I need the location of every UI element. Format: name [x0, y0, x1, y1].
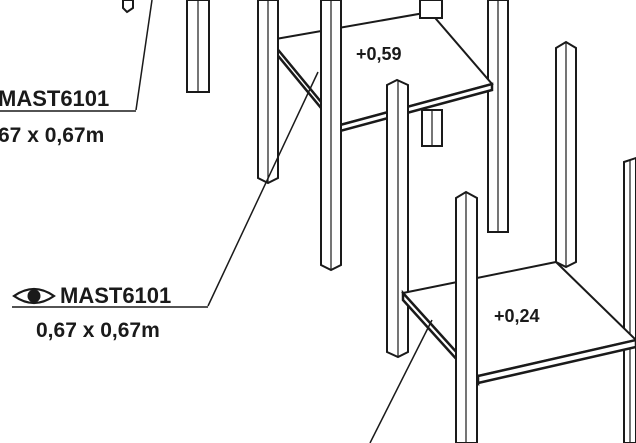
- post-cap: [122, 0, 134, 14]
- platform-height-label: +0,24: [494, 306, 540, 326]
- callout-upper-left: MAST6101 67 x 0,67m: [0, 0, 153, 147]
- post: [186, 0, 210, 93]
- post: [386, 78, 409, 359]
- platform-height-label: +0,59: [356, 44, 402, 64]
- post: [555, 40, 577, 269]
- callout-lower: [369, 319, 433, 443]
- part-size-label: 67 x 0,67m: [0, 124, 104, 147]
- eye-icon: [12, 287, 56, 305]
- part-code-label: MAST6101: [60, 283, 171, 308]
- post: [421, 109, 443, 147]
- post: [320, 0, 342, 272]
- upper-platform-assembly: +0,59: [122, 0, 509, 272]
- lower-platform-assembly: +0,24: [386, 40, 636, 443]
- post: [257, 0, 279, 185]
- part-code-label: MAST6101: [0, 86, 109, 111]
- platform-deck: [268, 10, 494, 127]
- post: [623, 156, 636, 443]
- post: [419, 0, 443, 19]
- part-size-label: 0,67 x 0,67m: [36, 319, 160, 342]
- post: [455, 190, 478, 443]
- post: [487, 0, 509, 233]
- callout-middle: MAST6101 0,67 x 0,67m: [12, 71, 319, 342]
